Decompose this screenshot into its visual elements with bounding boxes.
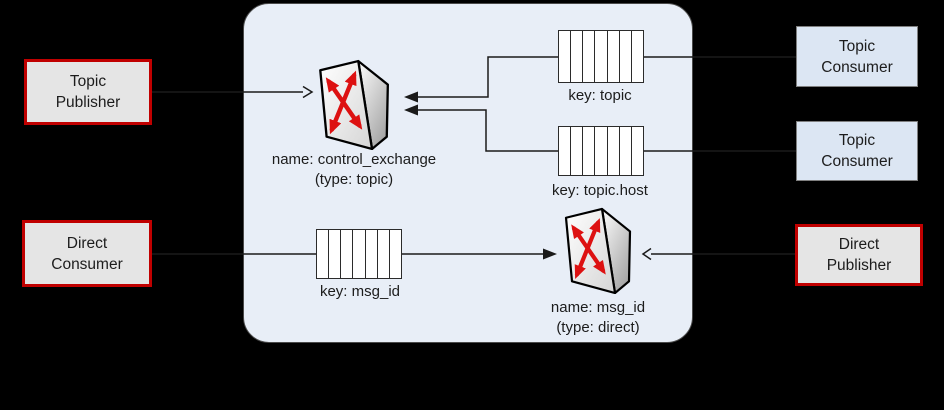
queue-cell <box>328 230 340 278</box>
solid-arrowhead-left-icon <box>404 104 418 116</box>
direct-exchange-type: (type: direct) <box>556 319 640 336</box>
queue-cell <box>630 127 643 175</box>
queue-cell <box>340 230 352 278</box>
control-exchange-label: name: control_exchange (type: topic) <box>244 150 464 190</box>
queue-cell <box>594 31 606 82</box>
direct-consumer-box: Direct Consumer <box>22 220 152 287</box>
queue-cell <box>559 127 570 175</box>
topic-consumer-1-box: Topic Consumer <box>796 26 918 87</box>
topic-consumer-2-box: Topic Consumer <box>796 121 918 181</box>
queue-topic-host-label: key: topic.host <box>552 182 648 199</box>
queue-icon <box>558 30 644 83</box>
queue-cell <box>582 127 594 175</box>
exchange-icon <box>564 207 632 294</box>
solid-arrowhead-right-icon <box>543 248 557 260</box>
queue-cell <box>630 31 643 82</box>
line-queue-topic-host-to-control-exchange <box>418 109 558 152</box>
queue-cell <box>618 127 631 175</box>
queue-cell <box>364 230 377 278</box>
control-exchange-name: name: control_exchange <box>271 151 437 168</box>
queue-icon <box>558 126 644 176</box>
direct-publisher-box: Direct Publisher <box>795 224 923 286</box>
queue-topic-label: key: topic <box>568 87 632 104</box>
queue-cell <box>570 127 582 175</box>
queue-cell <box>317 230 328 278</box>
queue-icon <box>316 229 402 279</box>
queue-cell <box>606 127 619 175</box>
queue-cell <box>606 31 619 82</box>
queue-cell <box>388 230 401 278</box>
queue-cell <box>352 230 364 278</box>
control-exchange-type: (type: topic) <box>314 171 394 188</box>
queue-cell <box>594 127 606 175</box>
direct-exchange-name: name: msg_id <box>550 299 646 316</box>
topic-publisher-label: Topic Publisher <box>55 73 121 111</box>
line-queue-topic-to-control-exchange <box>418 56 558 98</box>
solid-arrowhead-left-icon <box>404 91 418 103</box>
queue-cell <box>570 31 582 82</box>
topic-consumer-2-label: Topic Consumer <box>821 132 893 170</box>
queue-cell <box>618 31 631 82</box>
exchange-icon <box>319 59 389 150</box>
queue-msg-id-label: key: msg_id <box>319 283 401 300</box>
queue-cell <box>582 31 594 82</box>
topic-publisher-box: Topic Publisher <box>24 59 152 125</box>
open-arrowhead-right-icon <box>302 85 314 99</box>
direct-publisher-label: Direct Publisher <box>826 236 892 274</box>
queue-cell <box>376 230 389 278</box>
direct-consumer-label: Direct Consumer <box>51 234 123 273</box>
topic-consumer-1-label: Topic Consumer <box>821 37 893 76</box>
queue-cell <box>559 31 570 82</box>
open-arrowhead-left-icon <box>641 247 652 261</box>
direct-exchange-label: name: msg_id (type: direct) <box>488 298 708 338</box>
